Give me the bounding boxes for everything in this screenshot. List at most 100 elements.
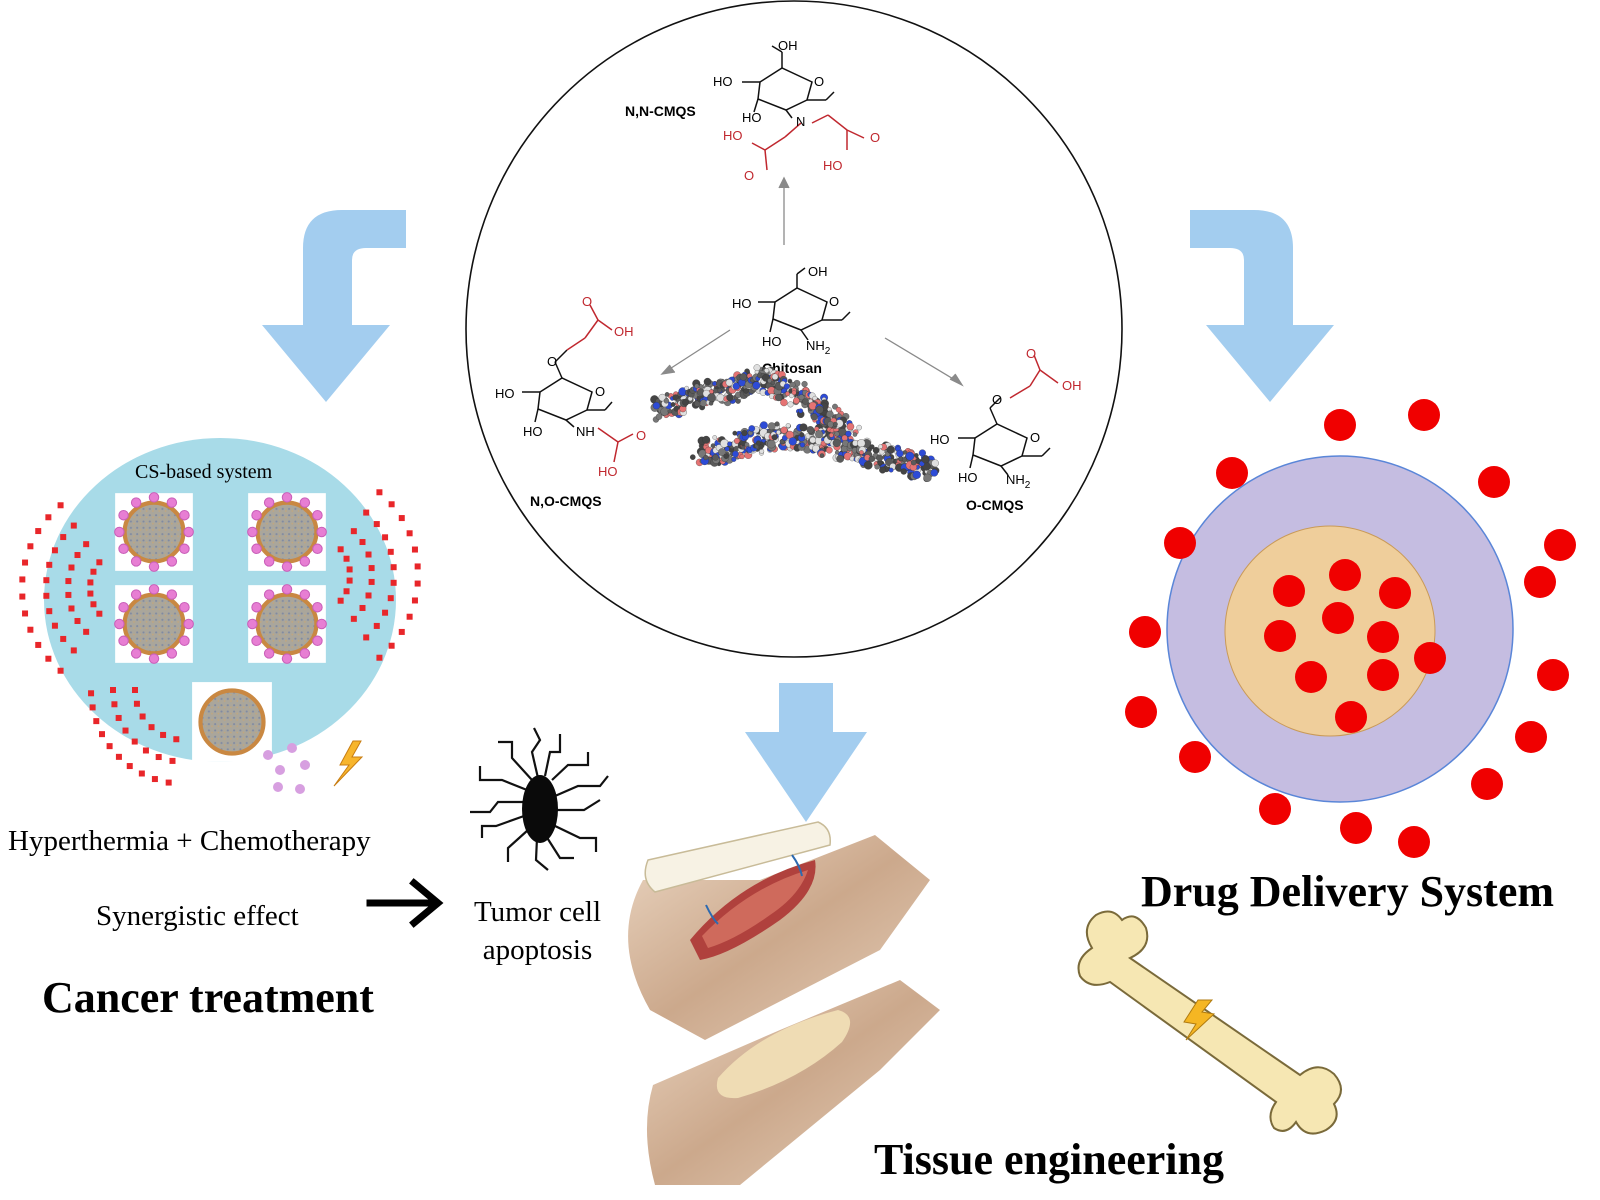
drug-molecule [1537, 659, 1569, 691]
drug-molecule [1322, 602, 1354, 634]
heat-dot [115, 714, 122, 721]
heat-dot [365, 551, 372, 558]
atom-oh: OH [778, 38, 798, 53]
heat-dot [133, 700, 140, 707]
polymer-atom [723, 453, 729, 459]
polymer-atom [658, 393, 667, 402]
heat-dot [43, 577, 50, 584]
nn-cmqs-label: N,N-CMQS [625, 103, 696, 119]
heat-dot [390, 564, 397, 571]
polymer-atom [748, 425, 756, 432]
polymer-atom [806, 426, 815, 434]
polymer-atom [732, 450, 739, 458]
heat-dot [373, 622, 380, 629]
heat-dot [365, 592, 372, 599]
heat-dot [387, 548, 394, 555]
heat-dot [96, 610, 103, 617]
polymer-atom [835, 406, 842, 413]
polymer-atom [663, 398, 670, 404]
drug-molecule [1324, 409, 1356, 441]
drug-molecule [1129, 616, 1161, 648]
polymer-atom [832, 438, 841, 448]
polymer-atom [868, 455, 875, 463]
heat-dot [43, 592, 50, 599]
polymer-atom [759, 421, 768, 430]
polymer-atom [900, 468, 907, 475]
drug-delivery-title: Drug Delivery System [1141, 867, 1555, 916]
polymer-atom [724, 446, 730, 452]
heat-dot [93, 718, 100, 725]
polymer-atom [801, 380, 808, 388]
heat-dot [343, 555, 350, 562]
polymer-atom [753, 364, 761, 372]
heat-dot [363, 509, 370, 516]
polymer-atom [655, 413, 663, 420]
chitosan-polymer-chain [650, 364, 940, 482]
atom-ho: HO [713, 74, 733, 89]
polymer-atom [726, 393, 734, 402]
tumor-apoptosis-line2: apoptosis [482, 934, 593, 966]
heat-dot [115, 753, 122, 760]
drug-molecule [1414, 642, 1446, 674]
polymer-atom [921, 455, 930, 464]
heat-dot [406, 613, 413, 620]
heat-dot [68, 605, 75, 612]
heat-dot [142, 747, 149, 754]
drug-molecule [1264, 620, 1296, 652]
heat-dot [87, 579, 94, 586]
heat-dot [376, 654, 383, 661]
nanoparticle-icon [115, 493, 194, 572]
nanoparticle-icon [115, 585, 194, 664]
heat-dot [83, 541, 90, 548]
polymer-atom [832, 421, 838, 427]
drug-molecule [1471, 768, 1503, 800]
heat-dot [65, 591, 72, 598]
polymer-atom [846, 422, 855, 431]
heat-dot [74, 552, 81, 559]
heat-dot [27, 543, 34, 550]
tumor-apoptosis-line1: Tumor cell [473, 896, 602, 928]
heat-dot [132, 687, 138, 693]
polymer-atom [834, 431, 840, 437]
tumor-cell-icon [470, 727, 609, 871]
heat-wave-dots [19, 489, 421, 786]
polymer-atom [827, 421, 834, 428]
polymer-atom [725, 379, 733, 387]
polymer-atom [886, 445, 895, 454]
polymer-atom [759, 448, 765, 454]
nanoparticle-icon [248, 493, 327, 572]
polymer-atom [930, 469, 939, 477]
heat-dot [398, 515, 405, 522]
polymer-atom [802, 398, 809, 405]
polymer-atom [888, 467, 894, 473]
polymer-atom [718, 448, 726, 456]
heat-dot [350, 528, 357, 535]
atom-ho: HO [523, 424, 543, 439]
polymer-atom [767, 439, 776, 449]
atom-ho: HO [598, 464, 618, 479]
atom-ho: HO [930, 432, 950, 447]
polymer-atom [694, 383, 700, 389]
atom-ho: HO [495, 386, 515, 401]
polymer-atom [776, 430, 781, 435]
polymer-atom [783, 383, 790, 390]
polymer-atom [859, 450, 864, 455]
drug-molecule [1367, 659, 1399, 691]
o-cmqs-structure [958, 354, 1059, 476]
polymer-atom [664, 392, 670, 397]
synergistic-effect-label: Synergistic effect [96, 900, 299, 932]
heat-dot [382, 534, 389, 541]
heat-dot [398, 628, 405, 635]
heat-dot [160, 731, 167, 738]
tissue-engineering-title: Tissue engineering [874, 1135, 1225, 1184]
drug-molecule [1179, 741, 1211, 773]
right-arrow-icon [366, 878, 444, 928]
lightning-icon [333, 740, 364, 787]
bone-icon [1077, 910, 1342, 1135]
polymer-atom [829, 432, 834, 438]
polymer-atom [857, 439, 866, 448]
atom-nh: NH [576, 424, 595, 439]
heat-dot [359, 539, 366, 546]
polymer-atom [810, 413, 818, 421]
